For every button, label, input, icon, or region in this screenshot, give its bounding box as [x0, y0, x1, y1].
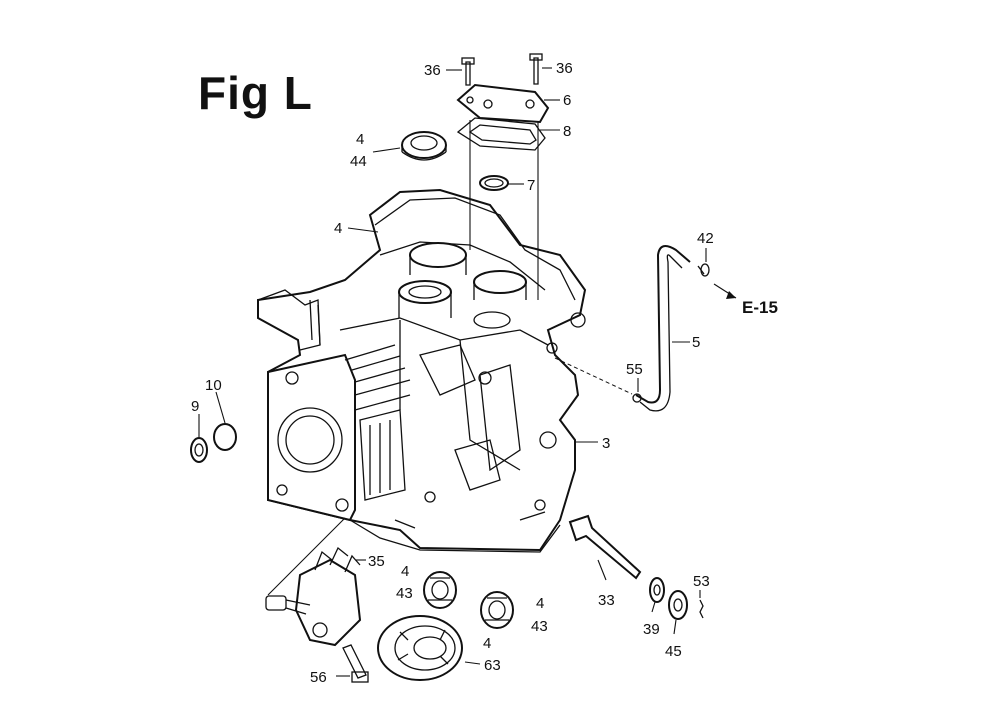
reference-e15: E-15	[742, 298, 778, 317]
callout-36-left: 36	[424, 62, 441, 79]
bearings	[377, 571, 514, 681]
callout-9: 9	[191, 398, 199, 415]
callout-44: 44	[350, 153, 367, 170]
leader-lines	[198, 67, 707, 677]
callout-53: 53	[693, 573, 710, 590]
callout-63: 63	[484, 657, 501, 674]
callout-43-bearing2: 43	[531, 618, 548, 635]
callout-8: 8	[563, 123, 571, 140]
callout-4-seal: 4	[356, 131, 364, 148]
callout-35: 35	[368, 553, 385, 570]
breather-tube	[554, 245, 737, 412]
crankcase	[257, 188, 587, 553]
callout-10: 10	[205, 377, 222, 394]
callout-6: 6	[563, 92, 571, 109]
callout-56: 56	[310, 669, 327, 686]
callout-3: 3	[602, 435, 610, 452]
left-plug-parts	[190, 423, 237, 463]
oil-seal	[401, 131, 447, 161]
callout-45: 45	[665, 643, 682, 660]
governor-assembly	[265, 517, 369, 683]
callout-4-bearing2: 4	[536, 595, 544, 612]
callout-43-bearing1: 43	[396, 585, 413, 602]
governor-shaft	[568, 514, 704, 620]
callout-5: 5	[692, 334, 700, 351]
callout-7: 7	[527, 177, 535, 194]
callout-4-case: 4	[334, 220, 342, 237]
figure-title: Fig L	[198, 67, 313, 119]
callout-33: 33	[598, 592, 615, 609]
callout-4-bearing3: 4	[483, 635, 491, 652]
callout-36-right: 36	[556, 60, 573, 77]
breather-cover	[456, 53, 550, 300]
callout-39: 39	[643, 621, 660, 638]
callout-42: 42	[697, 230, 714, 247]
callout-labels: 36 36 6 8 7 4 44 4 42 E-15 5 55 3 10 9 3…	[191, 60, 778, 686]
callout-55: 55	[626, 361, 643, 378]
callout-4-bearing1: 4	[401, 563, 409, 580]
